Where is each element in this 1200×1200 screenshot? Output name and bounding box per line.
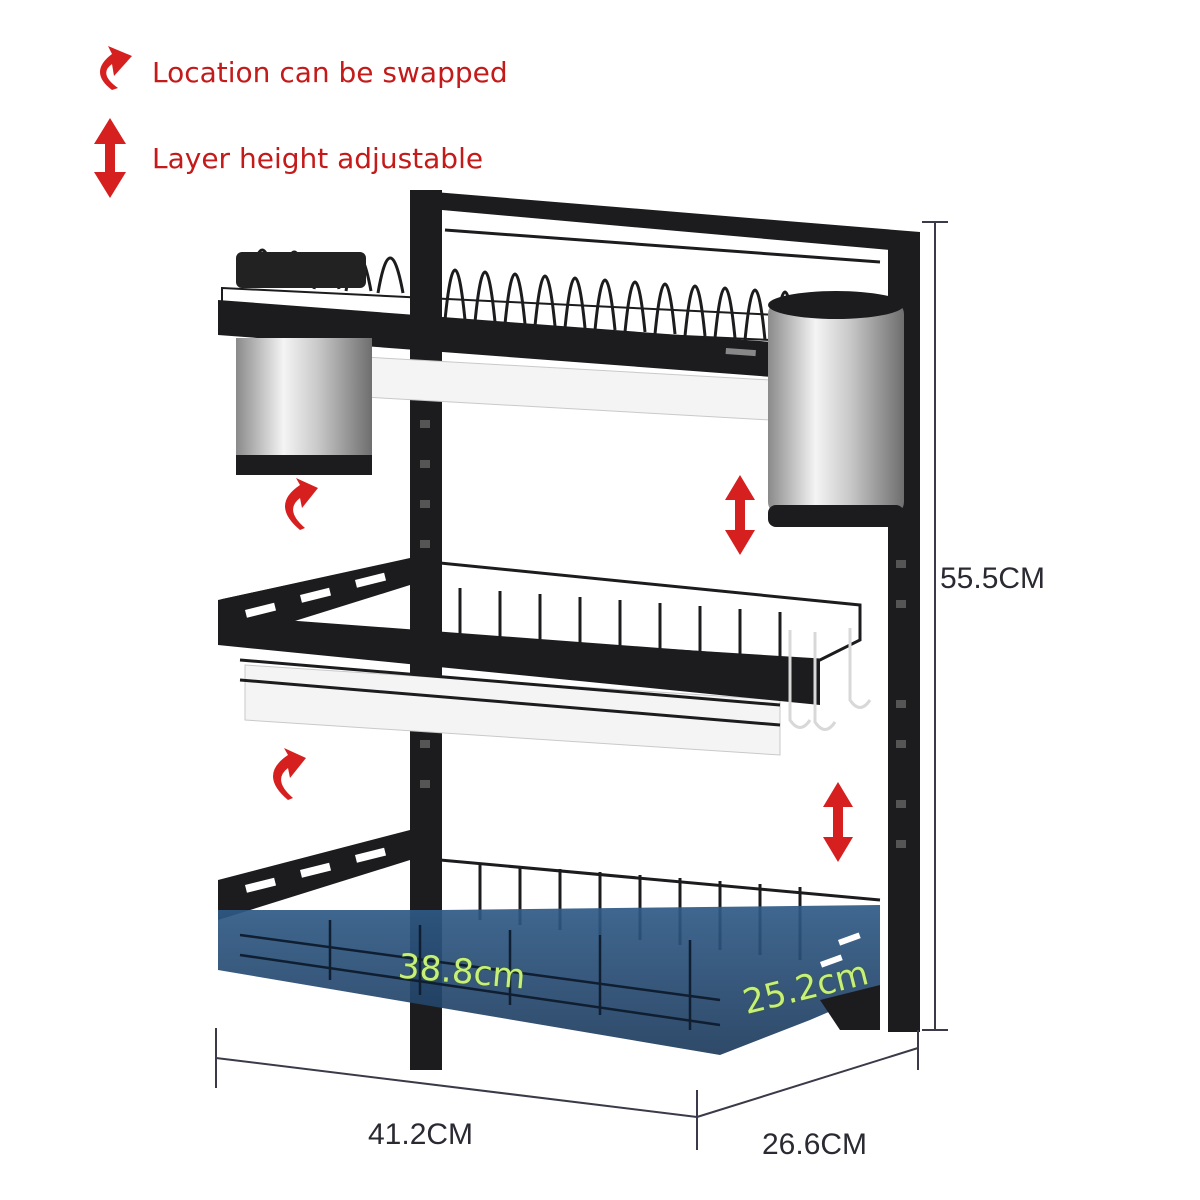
swap-label: Location can be swapped (152, 56, 508, 89)
bottom-shelf (218, 830, 881, 1055)
curved-arrow-icon (100, 46, 132, 90)
vertical-double-arrow-icon (94, 118, 126, 198)
top-shelf (218, 228, 904, 527)
adjust-label: Layer height adjustable (152, 142, 484, 175)
width-dimension: 41.2CM (368, 1118, 474, 1151)
swap-arrows (273, 478, 318, 800)
middle-shelf (218, 558, 872, 756)
height-arrows (725, 475, 853, 862)
dimension-lines (215, 221, 948, 1150)
height-dimension: 55.5CM (940, 562, 1046, 595)
depth-dimension: 26.6CM (762, 1128, 868, 1161)
